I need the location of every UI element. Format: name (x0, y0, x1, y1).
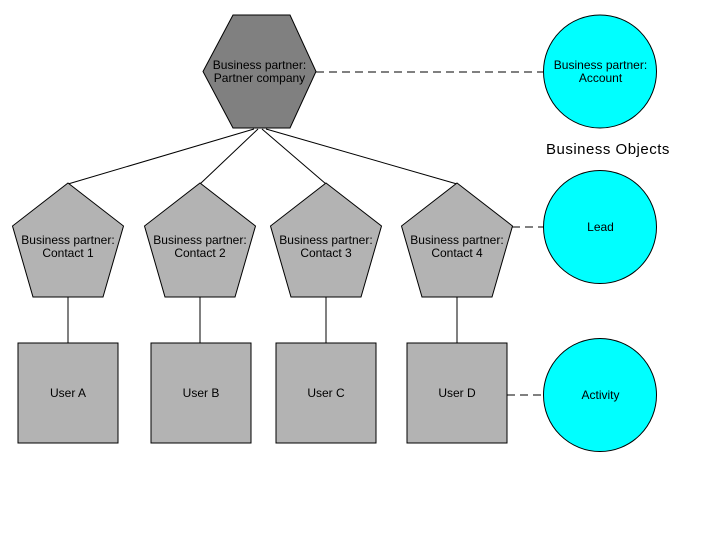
lead-circle (543, 170, 657, 284)
contact1-pentagon (11, 182, 125, 298)
contact4-pentagon (400, 182, 514, 298)
connector-partner-contact4 (265, 128, 458, 185)
business-objects-heading: Business Objects (546, 141, 670, 158)
userb-square (150, 342, 252, 444)
connector-partner-contact1 (67, 128, 255, 185)
activity-circle (543, 338, 657, 452)
connector-partner-contact3 (261, 128, 327, 185)
contact2-pentagon (143, 182, 257, 298)
contact3-pentagon (269, 182, 383, 298)
userc-square (275, 342, 377, 444)
partner-company-hexagon (202, 14, 317, 129)
userd-square (406, 342, 508, 444)
account-circle (543, 14, 657, 129)
connector-partner-contact2 (199, 128, 259, 185)
usera-square (17, 342, 119, 444)
